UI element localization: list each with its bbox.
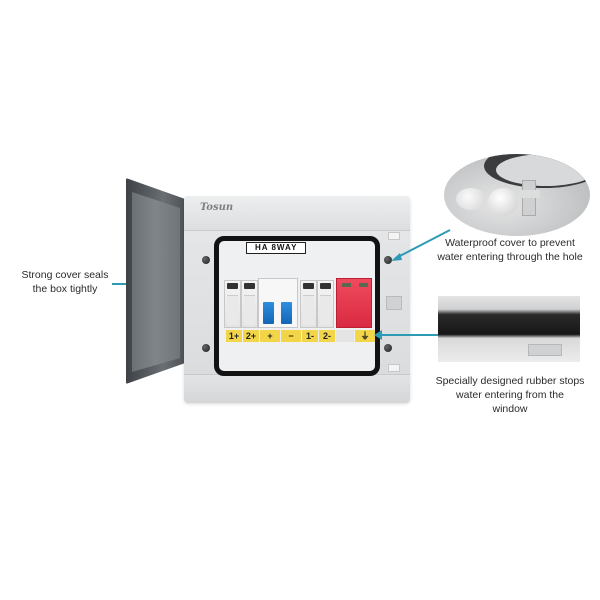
fuse-holder-1plus	[224, 280, 241, 328]
din-rail-components	[224, 278, 372, 330]
ground-terminal-icon: ⏚	[355, 330, 375, 342]
fuse-holder-2plus	[241, 280, 258, 328]
isolator-lever	[281, 302, 292, 324]
terminal-label: +	[260, 330, 280, 342]
terminal-label: 2-	[319, 330, 335, 342]
model-label: HA 8WAY	[246, 242, 307, 254]
latch-tab	[388, 232, 400, 240]
door-transparent-window	[132, 192, 180, 372]
callout-waterproof-line1: Waterproof cover to prevent	[445, 237, 575, 249]
screw-icon	[384, 344, 392, 352]
isolator-lever	[263, 302, 274, 324]
latch-tab	[388, 364, 400, 372]
terminal-label: −	[281, 330, 301, 342]
callout-rubber: Specially designed rubber stops water en…	[424, 374, 596, 416]
callout-waterproof: Waterproof cover to prevent water enteri…	[420, 236, 600, 264]
callout-cover-line2: the box tightly	[32, 283, 98, 295]
inset-waterproof-cover-photo	[444, 154, 590, 236]
callout-rubber-line3: window	[492, 403, 528, 415]
terminal-label: 1+	[226, 330, 242, 342]
fuse-holder-1minus	[300, 280, 317, 328]
arrow-rubber-head	[374, 330, 382, 340]
arrow-cover	[112, 283, 134, 285]
screw-icon	[202, 344, 210, 352]
enclosure-top-lip	[184, 196, 410, 231]
arrow-waterproof	[391, 229, 451, 261]
callout-cover-line1: Strong cover seals	[21, 269, 109, 281]
enclosure-bottom-lip	[184, 374, 410, 403]
surge-protection-device	[336, 278, 372, 328]
callout-waterproof-line2: water entering through the hole	[437, 251, 583, 263]
dc-isolator-switch	[258, 278, 298, 328]
screw-icon	[202, 256, 210, 264]
side-slot	[386, 296, 402, 310]
callout-rubber-line1: Specially designed rubber stops	[435, 375, 585, 387]
terminal-label-blank	[336, 330, 354, 342]
screw-icon	[384, 256, 392, 264]
terminal-label: 1-	[302, 330, 318, 342]
terminal-labels: 1+ 2+ + − 1- 2- ⏚	[226, 330, 376, 342]
terminal-label: 2+	[243, 330, 259, 342]
arrow-rubber	[380, 334, 438, 336]
fuse-holder-2minus	[317, 280, 334, 328]
callout-cover: Strong cover seals the box tightly	[16, 268, 114, 296]
brand-logo: Tosun	[200, 202, 234, 213]
callout-rubber-line2: water entering from the	[456, 389, 564, 401]
inset-rubber-seal-photo	[438, 296, 580, 362]
